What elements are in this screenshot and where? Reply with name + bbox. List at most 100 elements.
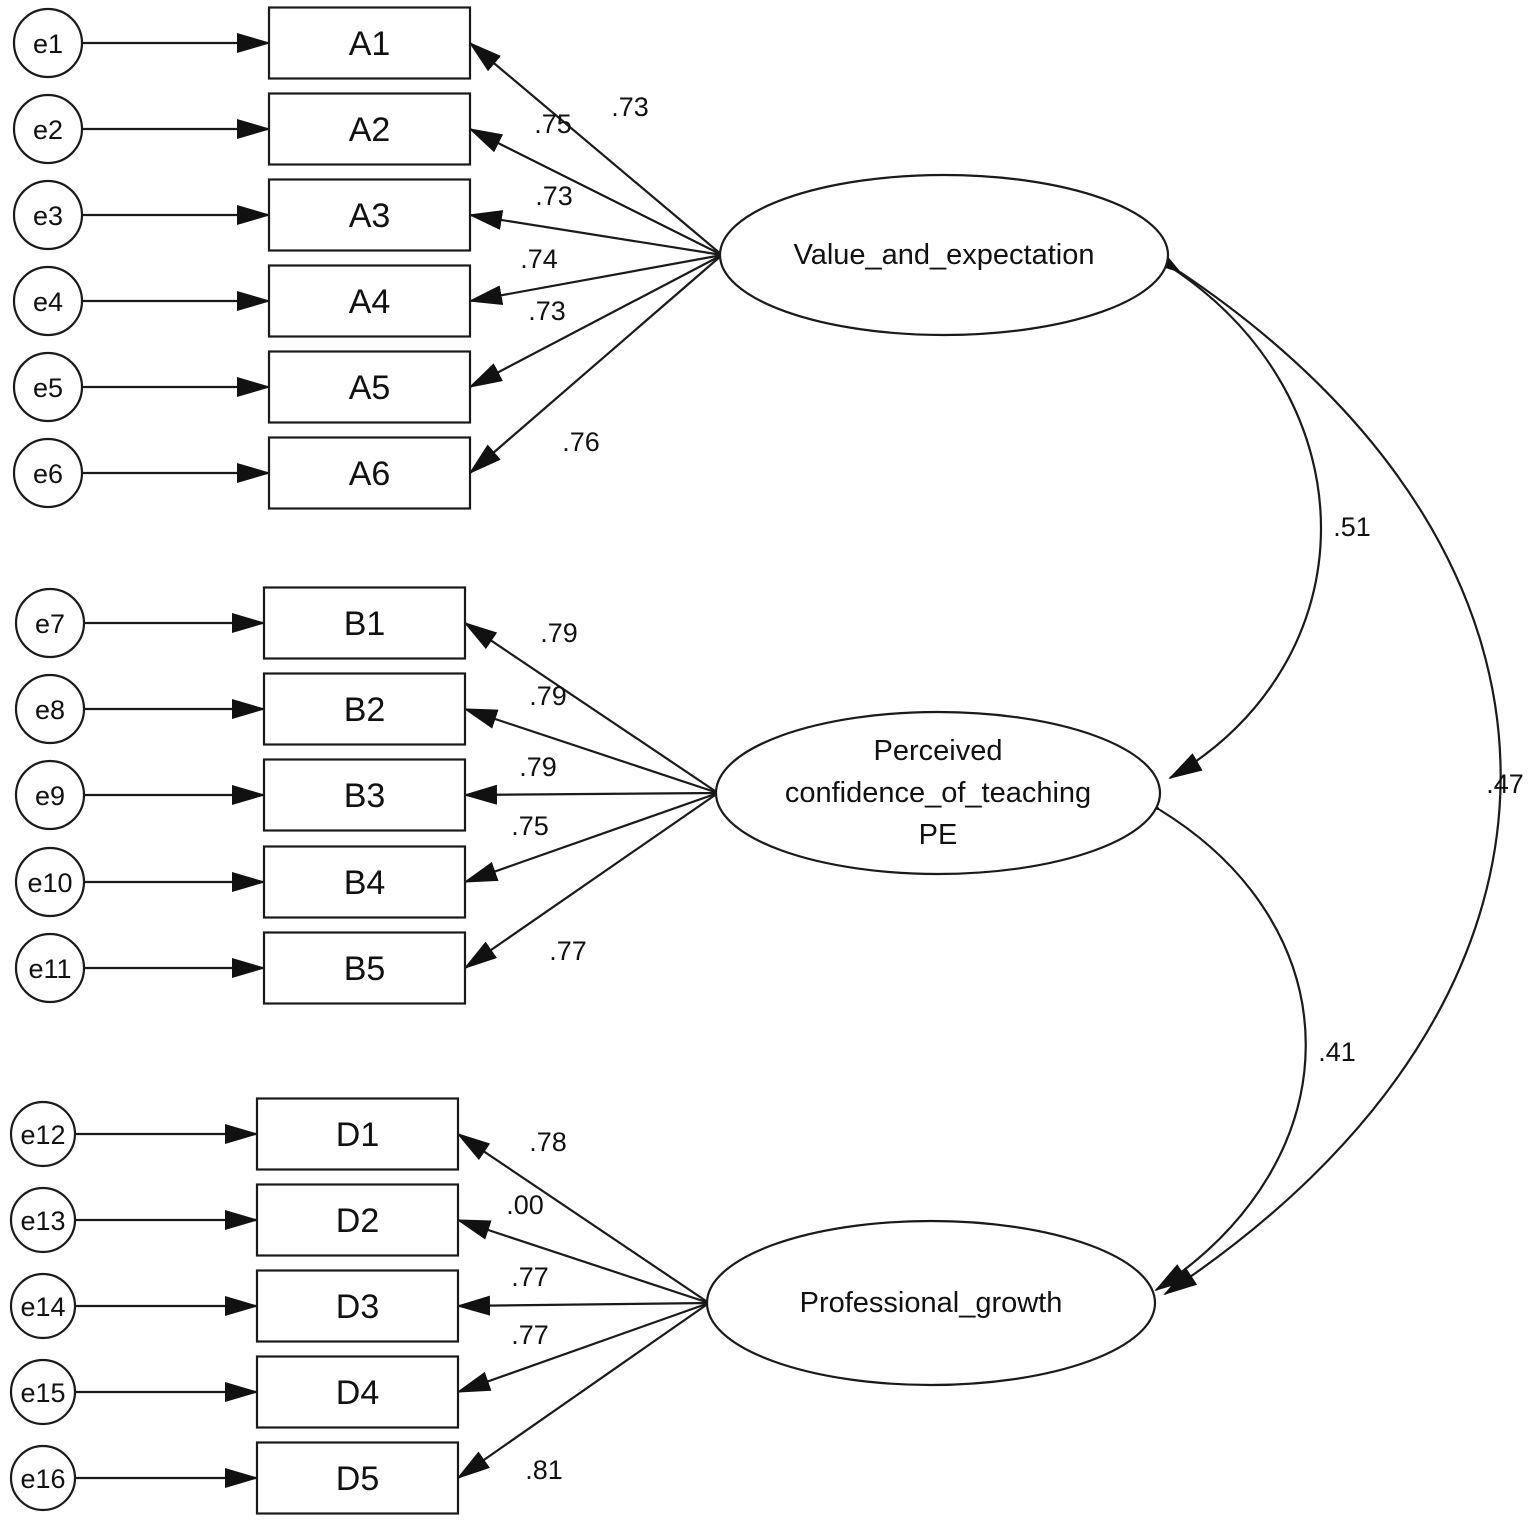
indicator-box bbox=[267, 6, 472, 80]
error-term-circle bbox=[9, 1100, 77, 1168]
indicator-box bbox=[262, 672, 467, 746]
error-term-label: e7 bbox=[35, 609, 65, 639]
error-term-label: e5 bbox=[33, 373, 63, 403]
latent-perceived-confidence-label: PE bbox=[919, 819, 958, 851]
latent-professional-growth-ellipse bbox=[705, 1219, 1157, 1387]
factor-loading-value: .73 bbox=[535, 181, 573, 211]
indicator-label: A5 bbox=[349, 369, 391, 407]
indicator-label: B2 bbox=[344, 691, 386, 729]
error-term-circle bbox=[12, 7, 84, 79]
factor-loading-value: .75 bbox=[511, 811, 549, 841]
error-term-label: e3 bbox=[33, 201, 63, 231]
error-term-label: e4 bbox=[33, 287, 63, 317]
factor-loading-arrow bbox=[468, 253, 723, 306]
indicator-box bbox=[267, 436, 472, 510]
error-term-circle bbox=[9, 1186, 77, 1254]
error-term-circle bbox=[12, 351, 84, 423]
factor-loading-arrow bbox=[468, 254, 723, 475]
indicator-box bbox=[255, 1183, 460, 1257]
factor-loading-arrow bbox=[463, 784, 719, 805]
indicator-box bbox=[262, 758, 467, 832]
correlation-value: .51 bbox=[1333, 512, 1371, 542]
error-term-circle bbox=[14, 759, 86, 831]
error-term-label: e12 bbox=[20, 1120, 65, 1150]
factor-loading-value: .77 bbox=[511, 1320, 549, 1350]
error-term-circle bbox=[14, 846, 86, 918]
indicator-box bbox=[255, 1441, 460, 1515]
factor-loading-arrow bbox=[468, 41, 723, 256]
error-term-circle bbox=[12, 265, 84, 337]
error-term-label: e14 bbox=[20, 1292, 65, 1322]
latent-perceived-confidence-ellipse bbox=[714, 710, 1162, 876]
factor-loading-value: .75 bbox=[534, 109, 572, 139]
error-term-label: e6 bbox=[33, 459, 63, 489]
indicator-label: A4 bbox=[349, 283, 391, 321]
factor-loading-value: .73 bbox=[528, 296, 566, 326]
error-term-label: e2 bbox=[33, 115, 63, 145]
latent-professional-growth-label: Professional_growth bbox=[800, 1287, 1063, 1319]
indicator-box bbox=[267, 178, 472, 252]
error-term-circle bbox=[14, 587, 86, 659]
error-term-circle bbox=[9, 1358, 77, 1426]
latent-value-and-expectation-ellipse bbox=[718, 173, 1170, 337]
factor-loading-arrow bbox=[468, 210, 723, 257]
error-term-circle bbox=[14, 932, 86, 1004]
indicator-label: B4 bbox=[344, 864, 386, 902]
indicator-label: D3 bbox=[336, 1288, 379, 1326]
indicator-label: B5 bbox=[344, 950, 386, 988]
factor-loading-value: .79 bbox=[529, 681, 567, 711]
factor-loading-arrow bbox=[456, 1302, 710, 1480]
indicator-box bbox=[262, 845, 467, 919]
indicator-box bbox=[255, 1097, 460, 1171]
error-term-circle bbox=[12, 93, 84, 165]
correlation-curve bbox=[1127, 784, 1307, 1292]
factor-loading-value: .81 bbox=[525, 1455, 563, 1485]
factor-loading-value: .74 bbox=[520, 244, 558, 274]
factor-loading-arrow bbox=[456, 1301, 710, 1394]
indicator-label: B3 bbox=[344, 777, 386, 815]
factor-loading-value: .73 bbox=[611, 92, 649, 122]
error-term-circle bbox=[9, 1272, 77, 1340]
error-term-label: e13 bbox=[20, 1206, 65, 1236]
factor-loading-arrow bbox=[463, 621, 719, 794]
indicator-box bbox=[267, 350, 472, 424]
factor-loading-value: .00 bbox=[506, 1190, 544, 1220]
indicator-label: A6 bbox=[349, 455, 391, 493]
error-term-label: e9 bbox=[35, 781, 65, 811]
indicator-box bbox=[267, 92, 472, 166]
factor-loading-value: .78 bbox=[529, 1127, 567, 1157]
factor-loading-value: .77 bbox=[511, 1262, 549, 1292]
factor-loading-arrow bbox=[463, 791, 719, 884]
error-term-label: e10 bbox=[27, 868, 72, 898]
latent-perceived-confidence-label: confidence_of_teaching bbox=[785, 777, 1091, 809]
factor-loading-arrow bbox=[463, 707, 719, 795]
indicator-box bbox=[255, 1269, 460, 1343]
indicator-label: B1 bbox=[344, 605, 386, 643]
indicator-box bbox=[255, 1355, 460, 1429]
factor-loading-arrow bbox=[468, 254, 723, 388]
error-term-label: e8 bbox=[35, 695, 65, 725]
error-term-label: e1 bbox=[33, 29, 63, 59]
indicator-label: A1 bbox=[349, 25, 391, 63]
correlation-curve bbox=[1139, 241, 1323, 780]
latent-perceived-confidence-label: Perceived bbox=[874, 735, 1003, 767]
indicator-label: D2 bbox=[336, 1202, 379, 1240]
indicator-label: D1 bbox=[336, 1116, 379, 1154]
error-term-label: e15 bbox=[20, 1378, 65, 1408]
indicator-box bbox=[262, 586, 467, 660]
factor-loading-arrow bbox=[463, 792, 719, 970]
indicator-box bbox=[267, 264, 472, 338]
indicator-label: A3 bbox=[349, 197, 391, 235]
error-term-circle bbox=[12, 437, 84, 509]
error-term-circle bbox=[12, 179, 84, 251]
factor-loading-value: .79 bbox=[519, 752, 557, 782]
indicator-box bbox=[262, 931, 467, 1005]
factor-loading-arrow bbox=[456, 1132, 710, 1304]
factor-loading-value: .77 bbox=[549, 936, 587, 966]
error-term-label: e16 bbox=[20, 1464, 65, 1494]
latent-value-and-expectation-label: Value_and_expectation bbox=[794, 239, 1095, 271]
indicator-label: A2 bbox=[349, 111, 391, 149]
correlation-curve bbox=[1147, 245, 1502, 1296]
error-term-label: e11 bbox=[28, 954, 71, 984]
